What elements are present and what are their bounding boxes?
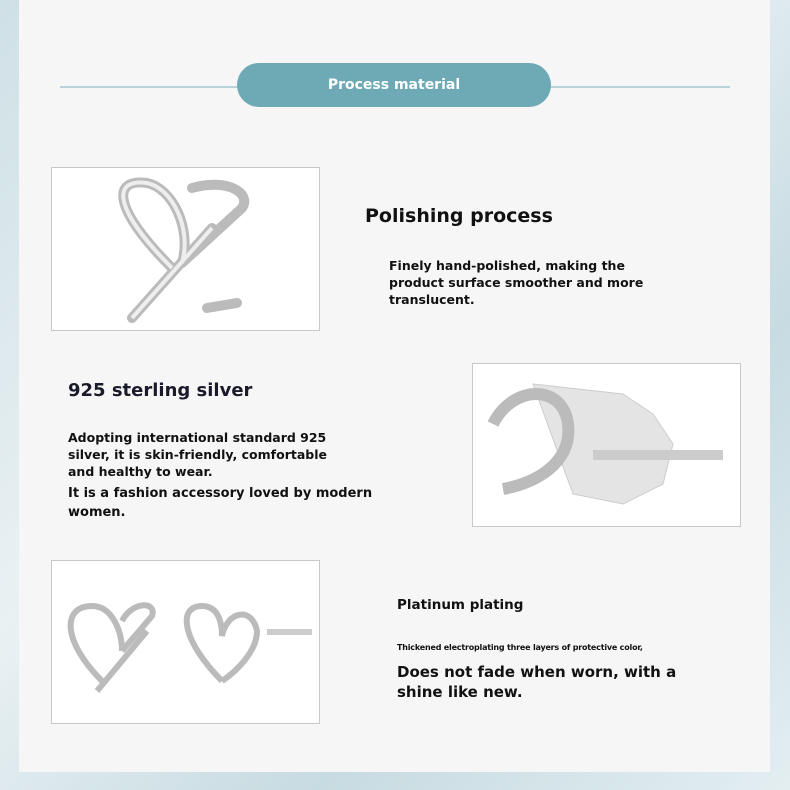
silver-title: 925 sterling silver: [68, 380, 253, 401]
section-title-badge: Process material: [237, 63, 551, 107]
plating-description: Does not fade when worn, with a shine li…: [397, 663, 677, 701]
silver-description: Adopting international standard 925 silv…: [68, 430, 327, 479]
product-image-pair: [51, 560, 320, 724]
polishing-title: Polishing process: [365, 205, 553, 227]
plating-title: Platinum plating: [397, 597, 524, 613]
silver-description-2: It is a fashion accessory loved by moder…: [68, 486, 373, 520]
polishing-description: Finely hand-polished, making the product…: [389, 258, 644, 307]
product-image-heart-closeup: [51, 167, 320, 331]
product-image-side-view: [472, 363, 741, 527]
plating-note: Thickened electroplating three layers of…: [397, 643, 643, 652]
